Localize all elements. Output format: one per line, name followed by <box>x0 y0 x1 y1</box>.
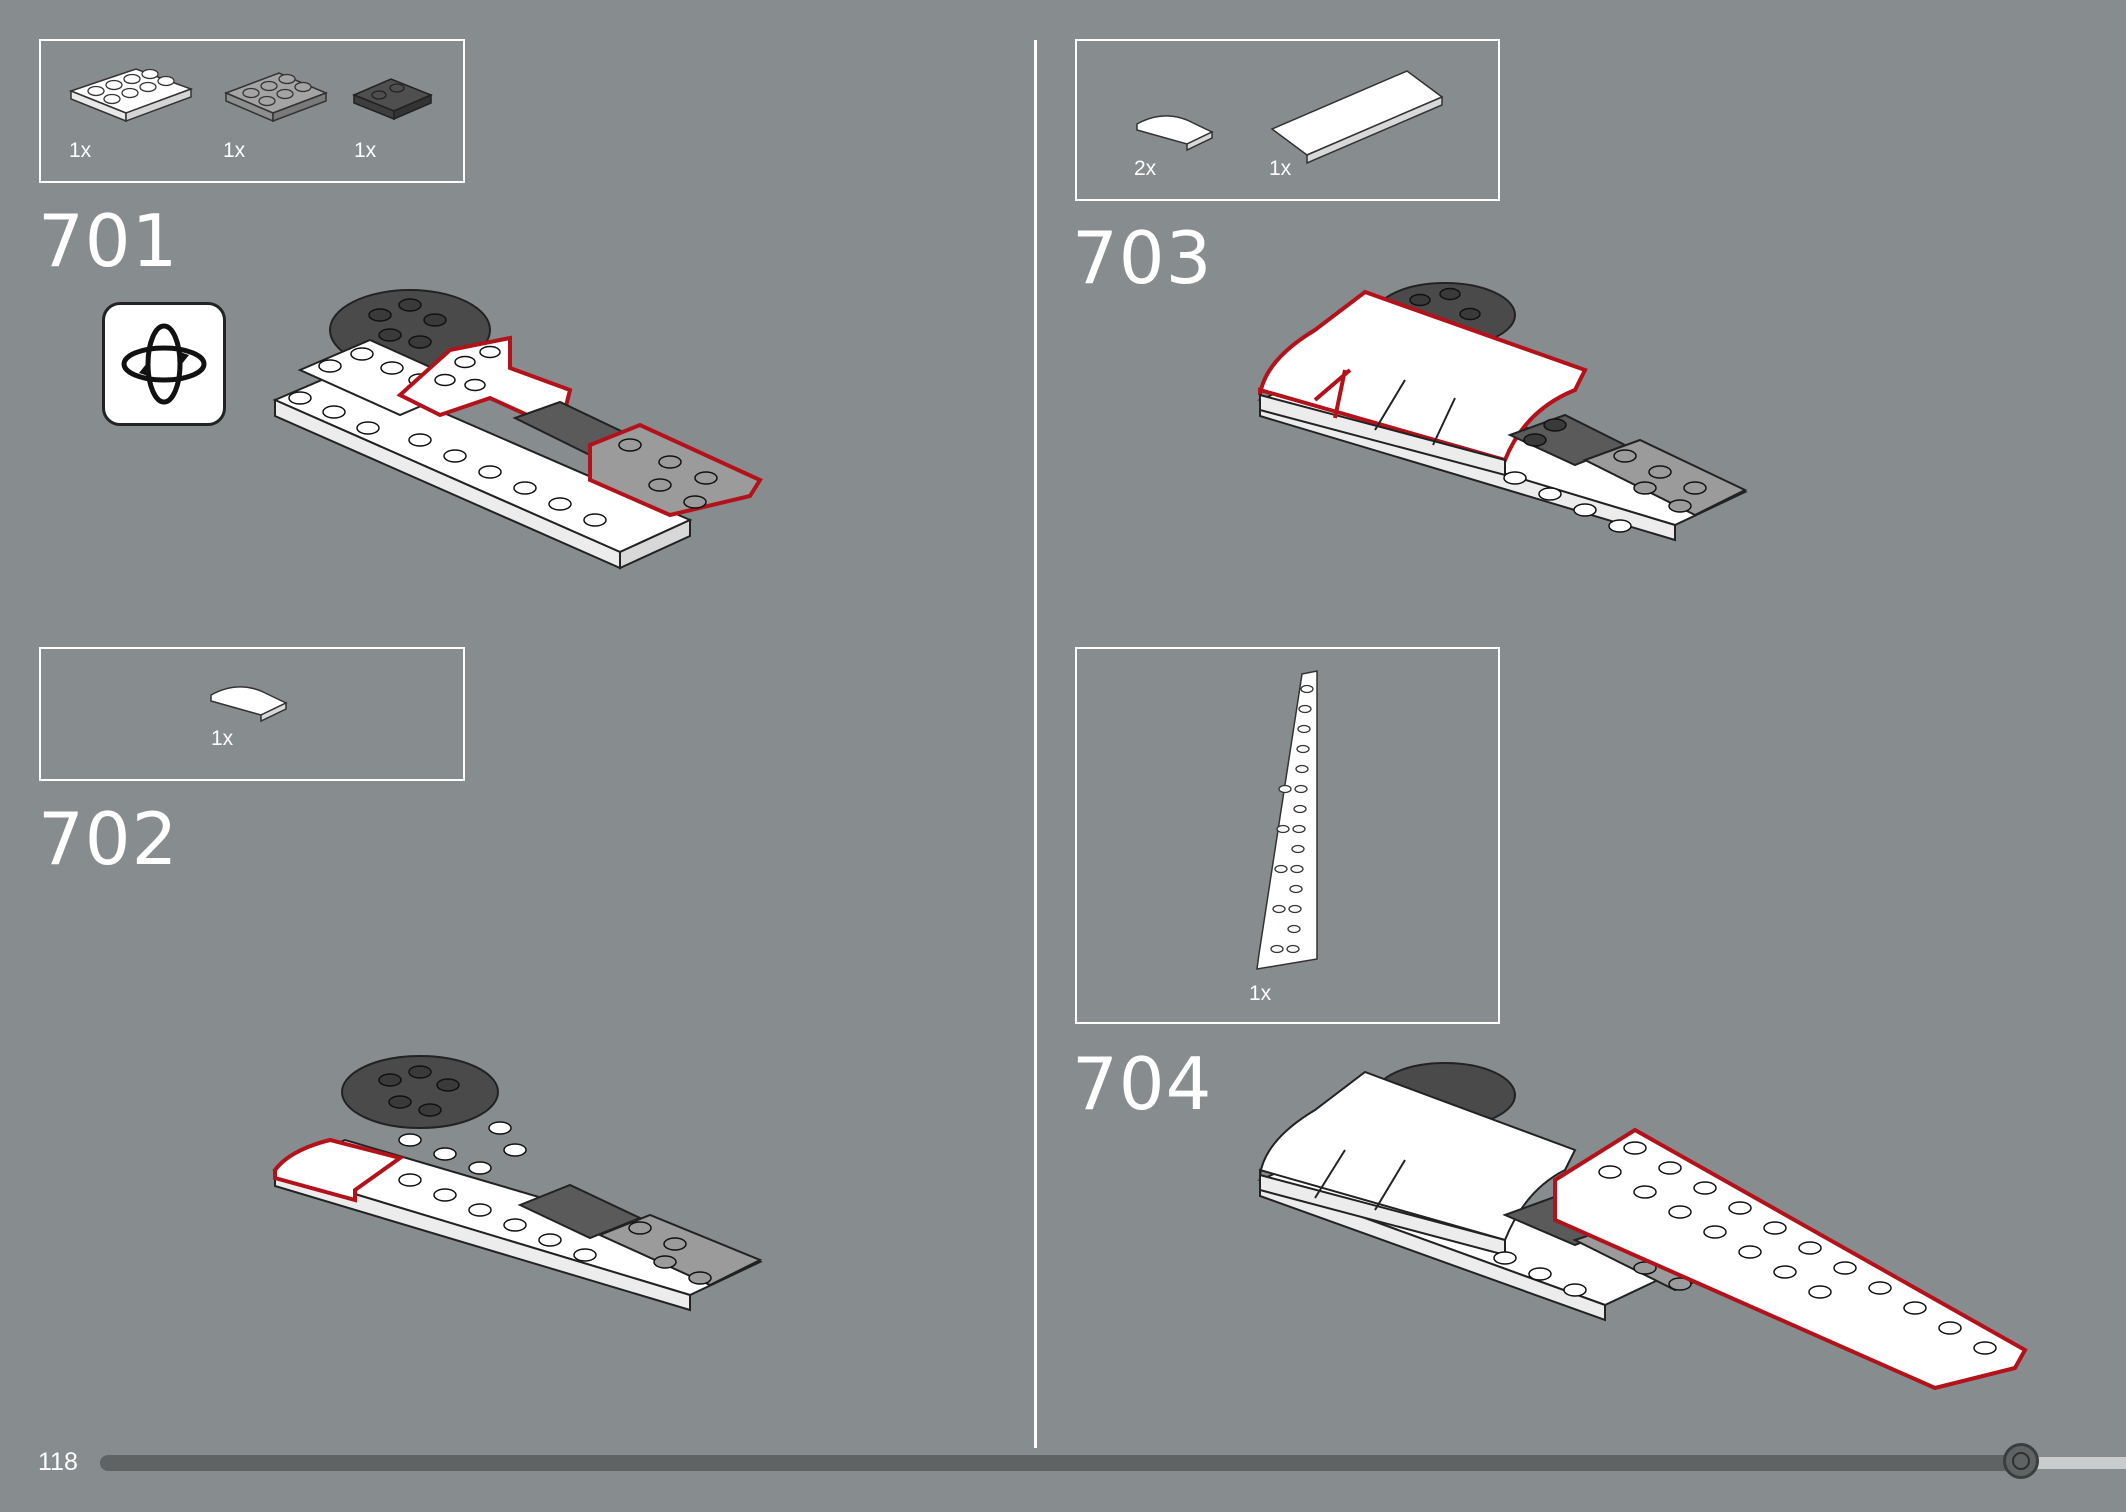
part-qty: 1x <box>211 727 234 750</box>
rotate-arrows-icon <box>121 323 207 405</box>
step-number: 704 <box>1072 1042 1213 1126</box>
part-qty: 2x <box>1134 157 1157 180</box>
part-qty: 1x <box>354 139 377 162</box>
rotate-model-icon <box>102 302 226 426</box>
part-white-tile-long <box>1270 70 1444 165</box>
parts-box-701: 1x 1x 1x <box>39 39 465 183</box>
step-number: 701 <box>38 199 179 283</box>
part-grey-plate-2x3 <box>223 72 329 123</box>
page-number: 118 <box>38 1448 78 1476</box>
part-white-plate-2x4 <box>68 68 194 123</box>
model-step-701 <box>272 289 763 570</box>
part-qty: 1x <box>69 139 92 162</box>
model-step-702 <box>272 1055 763 1312</box>
model-step-704 <box>1257 1062 2028 1391</box>
parts-box-703: 2x 1x <box>1075 39 1500 201</box>
part-qty: 1x <box>1269 157 1292 180</box>
part-white-curved-slope <box>210 686 288 723</box>
step-number: 703 <box>1072 216 1213 300</box>
part-qty: 1x <box>1249 982 1272 1005</box>
part-qty: 1x <box>223 139 246 162</box>
part-white-wedge-plate <box>1256 670 1318 970</box>
model-step-703 <box>1257 282 1748 542</box>
part-white-curved-slope <box>1136 115 1214 152</box>
page-divider <box>1034 40 1037 1448</box>
parts-box-704: 1x <box>1075 647 1500 1024</box>
step-number: 702 <box>38 797 179 881</box>
parts-box-702: 1x <box>39 647 465 781</box>
part-dark-grey-tile-2x2 <box>352 78 433 121</box>
progress-bar-track <box>100 1455 2020 1471</box>
progress-bar-knob[interactable] <box>2003 1443 2039 1479</box>
progress-bar-remaining <box>2022 1457 2126 1469</box>
